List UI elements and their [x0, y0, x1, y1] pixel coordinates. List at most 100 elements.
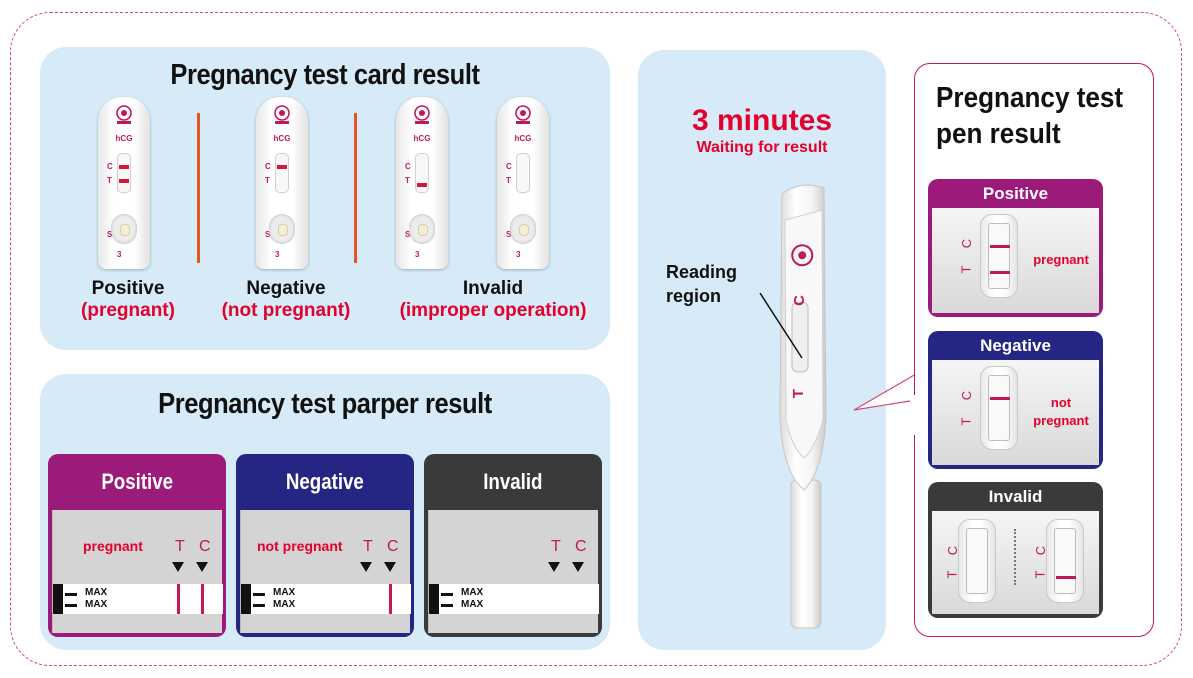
paper-result-label: pregnant: [83, 538, 143, 554]
result-detail: (pregnant): [81, 300, 175, 321]
control-line: [389, 584, 392, 614]
hcg-label: hCG: [413, 134, 431, 143]
pen-result-label: pregnant: [1033, 252, 1089, 267]
arrow-left-icon: [65, 593, 77, 596]
t-letter: T: [506, 176, 511, 185]
c-letter: C: [265, 162, 271, 171]
test-card-positive: hCG C T S 3: [98, 97, 150, 269]
t-letter: T: [405, 176, 410, 185]
test-line: [990, 271, 1010, 274]
pen-title-line2: pen result: [936, 118, 1061, 150]
result-status: Negative: [246, 278, 326, 299]
pen-box-body: C T C T: [932, 511, 1099, 614]
result-window: [117, 153, 131, 193]
pen-box-body: C T pregnant: [932, 208, 1099, 313]
c-letter: C: [945, 545, 961, 556]
pen-window: [980, 214, 1018, 298]
reading-pointer-line: [759, 292, 803, 359]
s-letter: S: [506, 230, 512, 239]
paper-result-label: not pregnant: [257, 538, 343, 554]
test-line: [177, 584, 180, 614]
waiting-time: 3 minutes: [691, 104, 833, 137]
pen-slot: [988, 223, 1010, 289]
reading-line2: region: [666, 286, 722, 306]
paper-result-title: Pregnancy test parper result: [158, 388, 492, 420]
c-pointer-icon: [384, 562, 396, 572]
test-paper-strip: MAX MAX: [429, 584, 599, 614]
t-letter: T: [958, 265, 974, 274]
pen-title-line1: Pregnancy test: [936, 82, 1124, 114]
sample-well: [111, 214, 137, 244]
t-letter: T: [958, 417, 974, 426]
sample-well: [510, 214, 536, 244]
paper-box-header: Negative: [286, 469, 364, 494]
result-status: Positive: [91, 278, 165, 299]
test-line: [417, 183, 427, 187]
pen-box-positive: Positive C T pregnant: [928, 179, 1103, 317]
pen-result-label: not pregnant: [1033, 395, 1089, 428]
control-line: [990, 245, 1010, 248]
nurse-logo-icon: [515, 105, 531, 124]
card-separator: [197, 113, 200, 263]
t-letter: T: [1032, 570, 1048, 579]
pen-waiting-panel: [638, 50, 886, 650]
t-pointer-icon: [172, 562, 184, 572]
c-letter: C: [387, 538, 399, 555]
callout-joint: [910, 395, 918, 435]
c-letter: C: [959, 390, 975, 401]
result-window: [415, 153, 429, 193]
result-detail: (not pregnant): [221, 300, 351, 321]
max-label: MAX: [461, 587, 484, 598]
test-card-negative: hCG C T S 3: [256, 97, 308, 269]
test-paper-strip: MAX MAX: [53, 584, 223, 614]
pen-slot: [1054, 528, 1076, 594]
arrow-left-icon: [253, 593, 265, 596]
three-drops-label: 3: [415, 250, 420, 259]
c-letter: C: [107, 162, 113, 171]
paper-box-body: T C MAX MAX: [428, 510, 599, 633]
card-result-positive: Positive (pregnant): [28, 278, 228, 322]
pen-box-header: Negative: [980, 336, 1051, 355]
c-pointer-icon: [196, 562, 208, 572]
max-label: MAX: [85, 599, 108, 610]
card-separator: [354, 113, 357, 263]
reading-region-label: Reading region: [666, 260, 737, 308]
handle-bar: [241, 584, 251, 614]
paper-box-negative: Negative not pregnant T C MAX MAX: [236, 454, 414, 637]
result-status: Invalid: [462, 278, 524, 299]
c-letter: C: [506, 162, 512, 171]
test-line: [119, 179, 129, 183]
card-result-negative: Negative (not pregnant): [186, 278, 386, 322]
test-card-invalid-none: hCG C T S 3: [497, 97, 549, 269]
card-result-invalid: Invalid (improper operation): [378, 278, 608, 322]
pen-box-negative: Negative C T not pregnant: [928, 331, 1103, 469]
control-line: [201, 584, 204, 614]
pregnancy-test-pen: [779, 184, 827, 629]
result-window: [275, 153, 289, 193]
pen-box-invalid: Invalid C T C T: [928, 482, 1103, 618]
pen-box-header: Invalid: [988, 487, 1043, 506]
c-pointer-icon: [572, 562, 584, 572]
arrow-left-icon: [65, 604, 77, 607]
sample-well: [269, 214, 295, 244]
paper-box-positive: Positive pregnant T C MAX MAX: [48, 454, 226, 637]
sample-well: [409, 214, 435, 244]
pen-slot: [966, 528, 988, 594]
card-result-title: Pregnancy test card result: [170, 59, 480, 91]
t-pointer-icon: [360, 562, 372, 572]
test-paper-strip: MAX MAX: [241, 584, 411, 614]
c-letter: C: [199, 538, 211, 555]
t-letter: T: [551, 538, 561, 555]
s-letter: S: [265, 230, 271, 239]
three-drops-label: 3: [117, 250, 122, 259]
paper-box-body: pregnant T C MAX MAX: [52, 510, 223, 633]
handle-bar: [53, 584, 63, 614]
test-line: [1056, 576, 1076, 579]
control-line: [119, 165, 129, 169]
t-letter: T: [175, 538, 185, 555]
result-window: [516, 153, 530, 193]
hcg-label: hCG: [514, 134, 532, 143]
control-line: [277, 165, 287, 169]
dotted-divider: [1014, 529, 1016, 585]
c-letter: C: [1033, 545, 1049, 556]
